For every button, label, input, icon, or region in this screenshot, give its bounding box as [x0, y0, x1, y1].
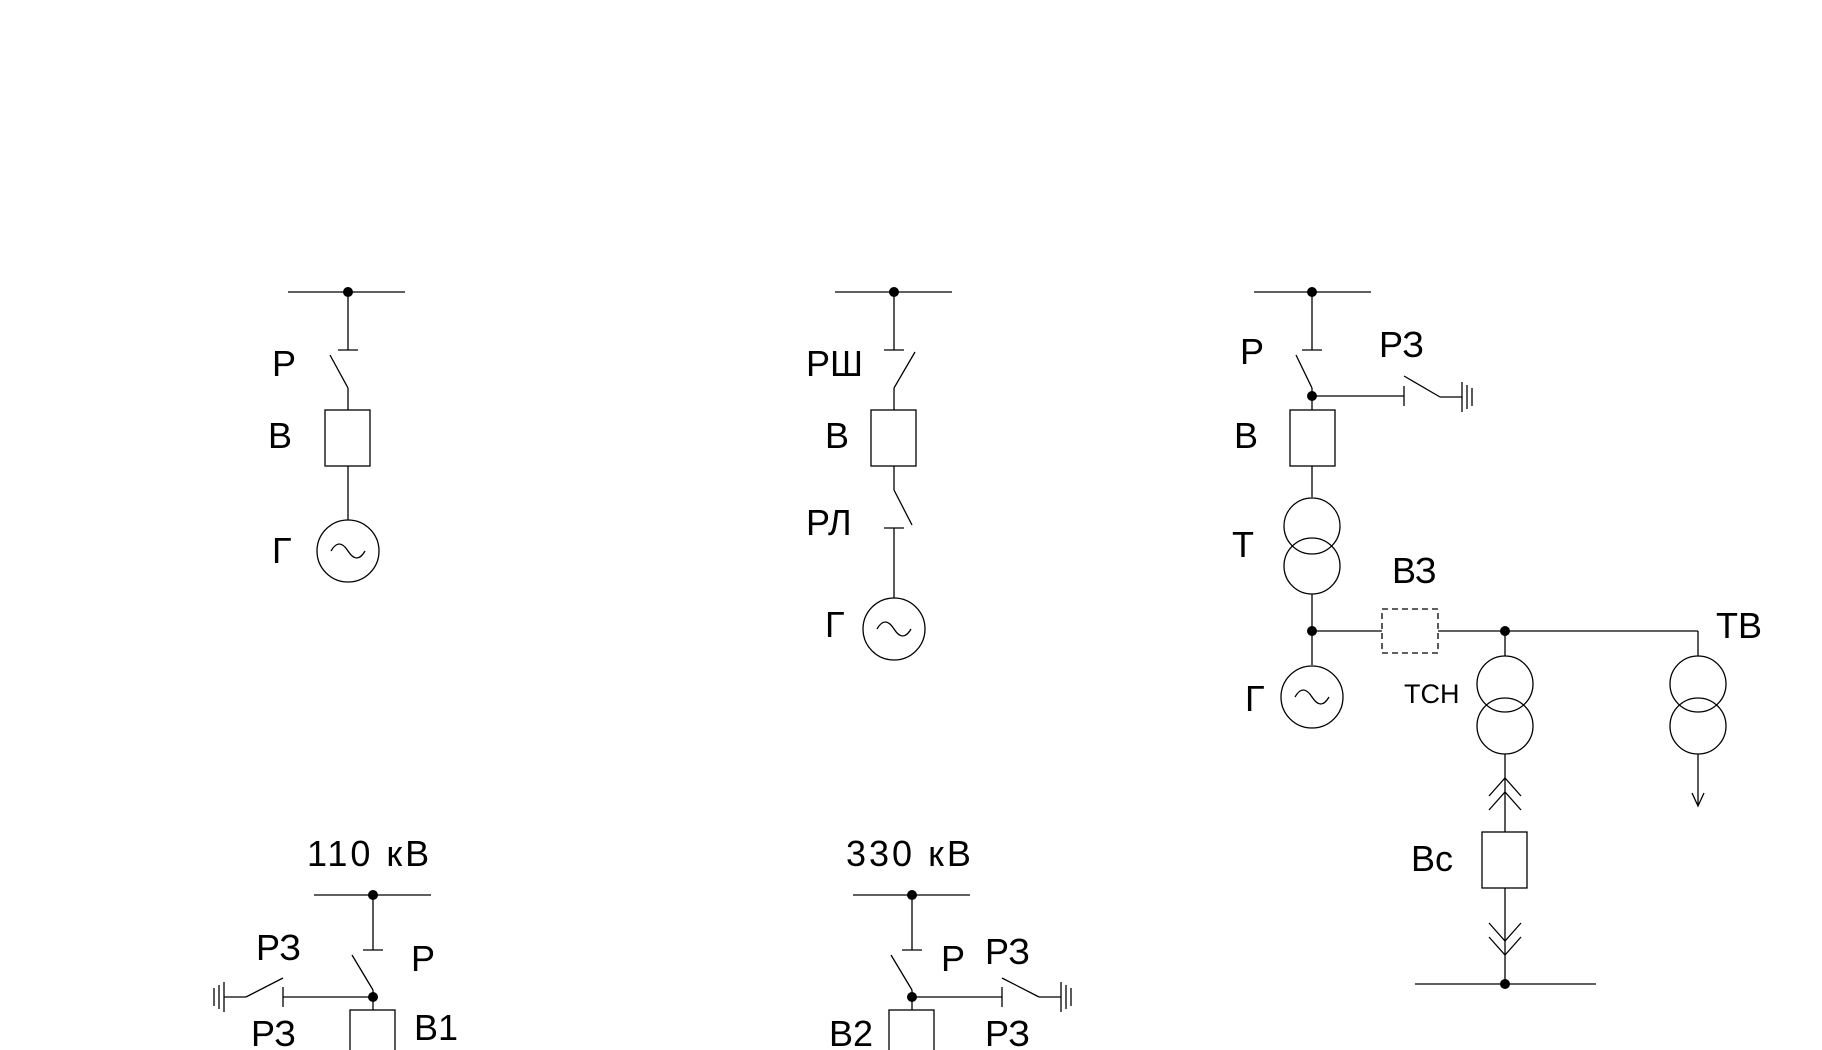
dashed-breaker-symbol [1381, 608, 1439, 654]
disconnector-label: Р [411, 938, 435, 979]
earthing-switch-symbol [912, 977, 1072, 1012]
scheme-3: Р РЗ В Т Г ВЗ ТСН ТВ Вс [1232, 287, 1762, 989]
line-disconnector-label: РЛ [806, 502, 852, 543]
breaker-label: В [825, 415, 849, 456]
generator-symbol [862, 597, 926, 661]
earthing-switch-top-label: РЗ [256, 927, 301, 968]
withdrawable-contact-bottom [1488, 922, 1522, 956]
breaker-label: В [1234, 415, 1258, 456]
disconnector-symbol [329, 292, 358, 410]
bus-disconnector-symbol [884, 292, 916, 410]
dashed-breaker-label: ВЗ [1392, 550, 1437, 591]
aux-transformer-symbol [1476, 655, 1534, 755]
breaker-label: В [268, 415, 292, 456]
breaker-symbol [349, 1009, 396, 1050]
breaker-label: В1 [414, 1007, 458, 1048]
generator-label: Г [1245, 678, 1265, 719]
scheme-1: Р В Г [268, 287, 405, 583]
disconnector-label: Р [272, 343, 296, 384]
aux-breaker-symbol [1481, 831, 1528, 889]
generator-label: Г [272, 530, 292, 571]
earthing-switch-bottom-label: РЗ [251, 1013, 296, 1050]
disconnector-label: Р [1240, 331, 1264, 372]
transformer-label: Т [1232, 524, 1254, 565]
line-disconnector-symbol [884, 466, 913, 598]
scheme-4: 110 кВ РЗ Р РЗ В1 [213, 833, 458, 1050]
breaker-symbol [324, 409, 371, 467]
voltage-label: 110 кВ [307, 833, 432, 874]
voltage-label: 330 кВ [846, 833, 974, 874]
aux-bus-node [1500, 979, 1510, 989]
disconnector-symbol [890, 895, 922, 1016]
earthing-switch-top-label: РЗ [985, 931, 1030, 972]
breaker-symbol [870, 409, 917, 467]
breaker-label: В2 [829, 1013, 873, 1050]
transformer-symbol [1283, 497, 1341, 595]
breaker-symbol [888, 1009, 935, 1050]
excitation-transformer-symbol [1669, 655, 1727, 755]
earthing-switch-symbol [213, 977, 373, 1012]
disconnector-symbol [351, 895, 383, 1016]
bus-disconnector-label: РШ [806, 343, 863, 384]
generator-symbol [1280, 665, 1344, 729]
aux-transformer-label: ТСН [1404, 679, 1460, 709]
generator-symbol [316, 519, 380, 583]
arrow-down-icon [1691, 792, 1705, 808]
earthing-switch-bottom-label: РЗ [985, 1013, 1030, 1050]
excitation-transformer-label: ТВ [1716, 605, 1762, 646]
disconnector-label: Р [941, 938, 965, 979]
aux-breaker-label: Вс [1411, 838, 1453, 879]
scheme-5: 330 кВ Р РЗ В2 РЗ [829, 833, 1072, 1050]
earthing-switch-symbol [1312, 375, 1473, 412]
breaker-symbol [1289, 409, 1336, 467]
scheme-2: РШ В РЛ Г [806, 287, 952, 661]
generator-label: Г [825, 604, 845, 645]
withdrawable-contact-top [1488, 777, 1522, 811]
earthing-switch-label: РЗ [1379, 324, 1424, 365]
